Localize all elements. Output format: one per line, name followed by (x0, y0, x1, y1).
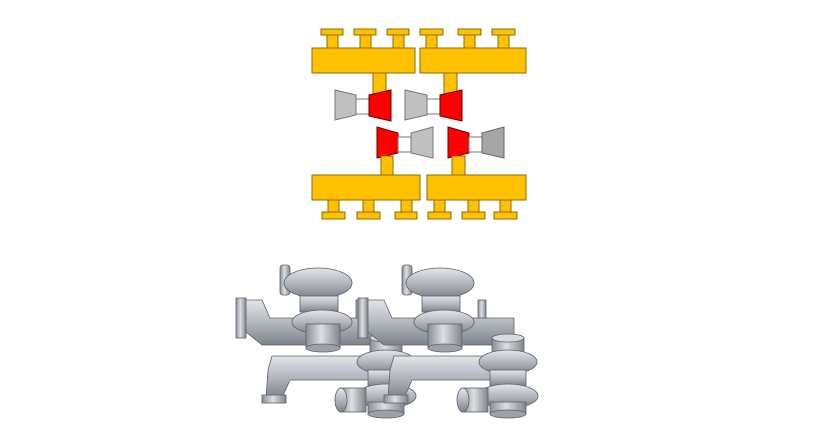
bottom-right-pipe (451, 155, 466, 176)
compressor (410, 126, 434, 159)
turbocharger-3d-render (235, 264, 539, 419)
turbine (376, 126, 399, 159)
bottom-left-manifold (311, 174, 421, 201)
bottom-ports (321, 199, 518, 220)
compressor (334, 89, 357, 121)
bottom-left-pipe (380, 155, 394, 176)
turbo-2 (404, 89, 463, 122)
shaft (355, 98, 370, 115)
compressor (481, 126, 505, 159)
turbine (439, 89, 463, 122)
shaft (397, 136, 412, 153)
turbine (447, 126, 470, 159)
top-left-manifold (311, 47, 416, 74)
turbine (368, 89, 392, 122)
turbo-4 (447, 126, 505, 159)
shaft (426, 98, 441, 115)
schematic-diagram (311, 28, 527, 220)
top-right-manifold (419, 47, 527, 74)
render-group-right (357, 264, 539, 419)
top-ports (320, 28, 516, 49)
bottom-right-manifold (426, 174, 527, 201)
shaft (468, 136, 483, 153)
turbo-3 (376, 126, 434, 159)
compressor (404, 89, 428, 121)
turbo-1 (334, 89, 392, 122)
